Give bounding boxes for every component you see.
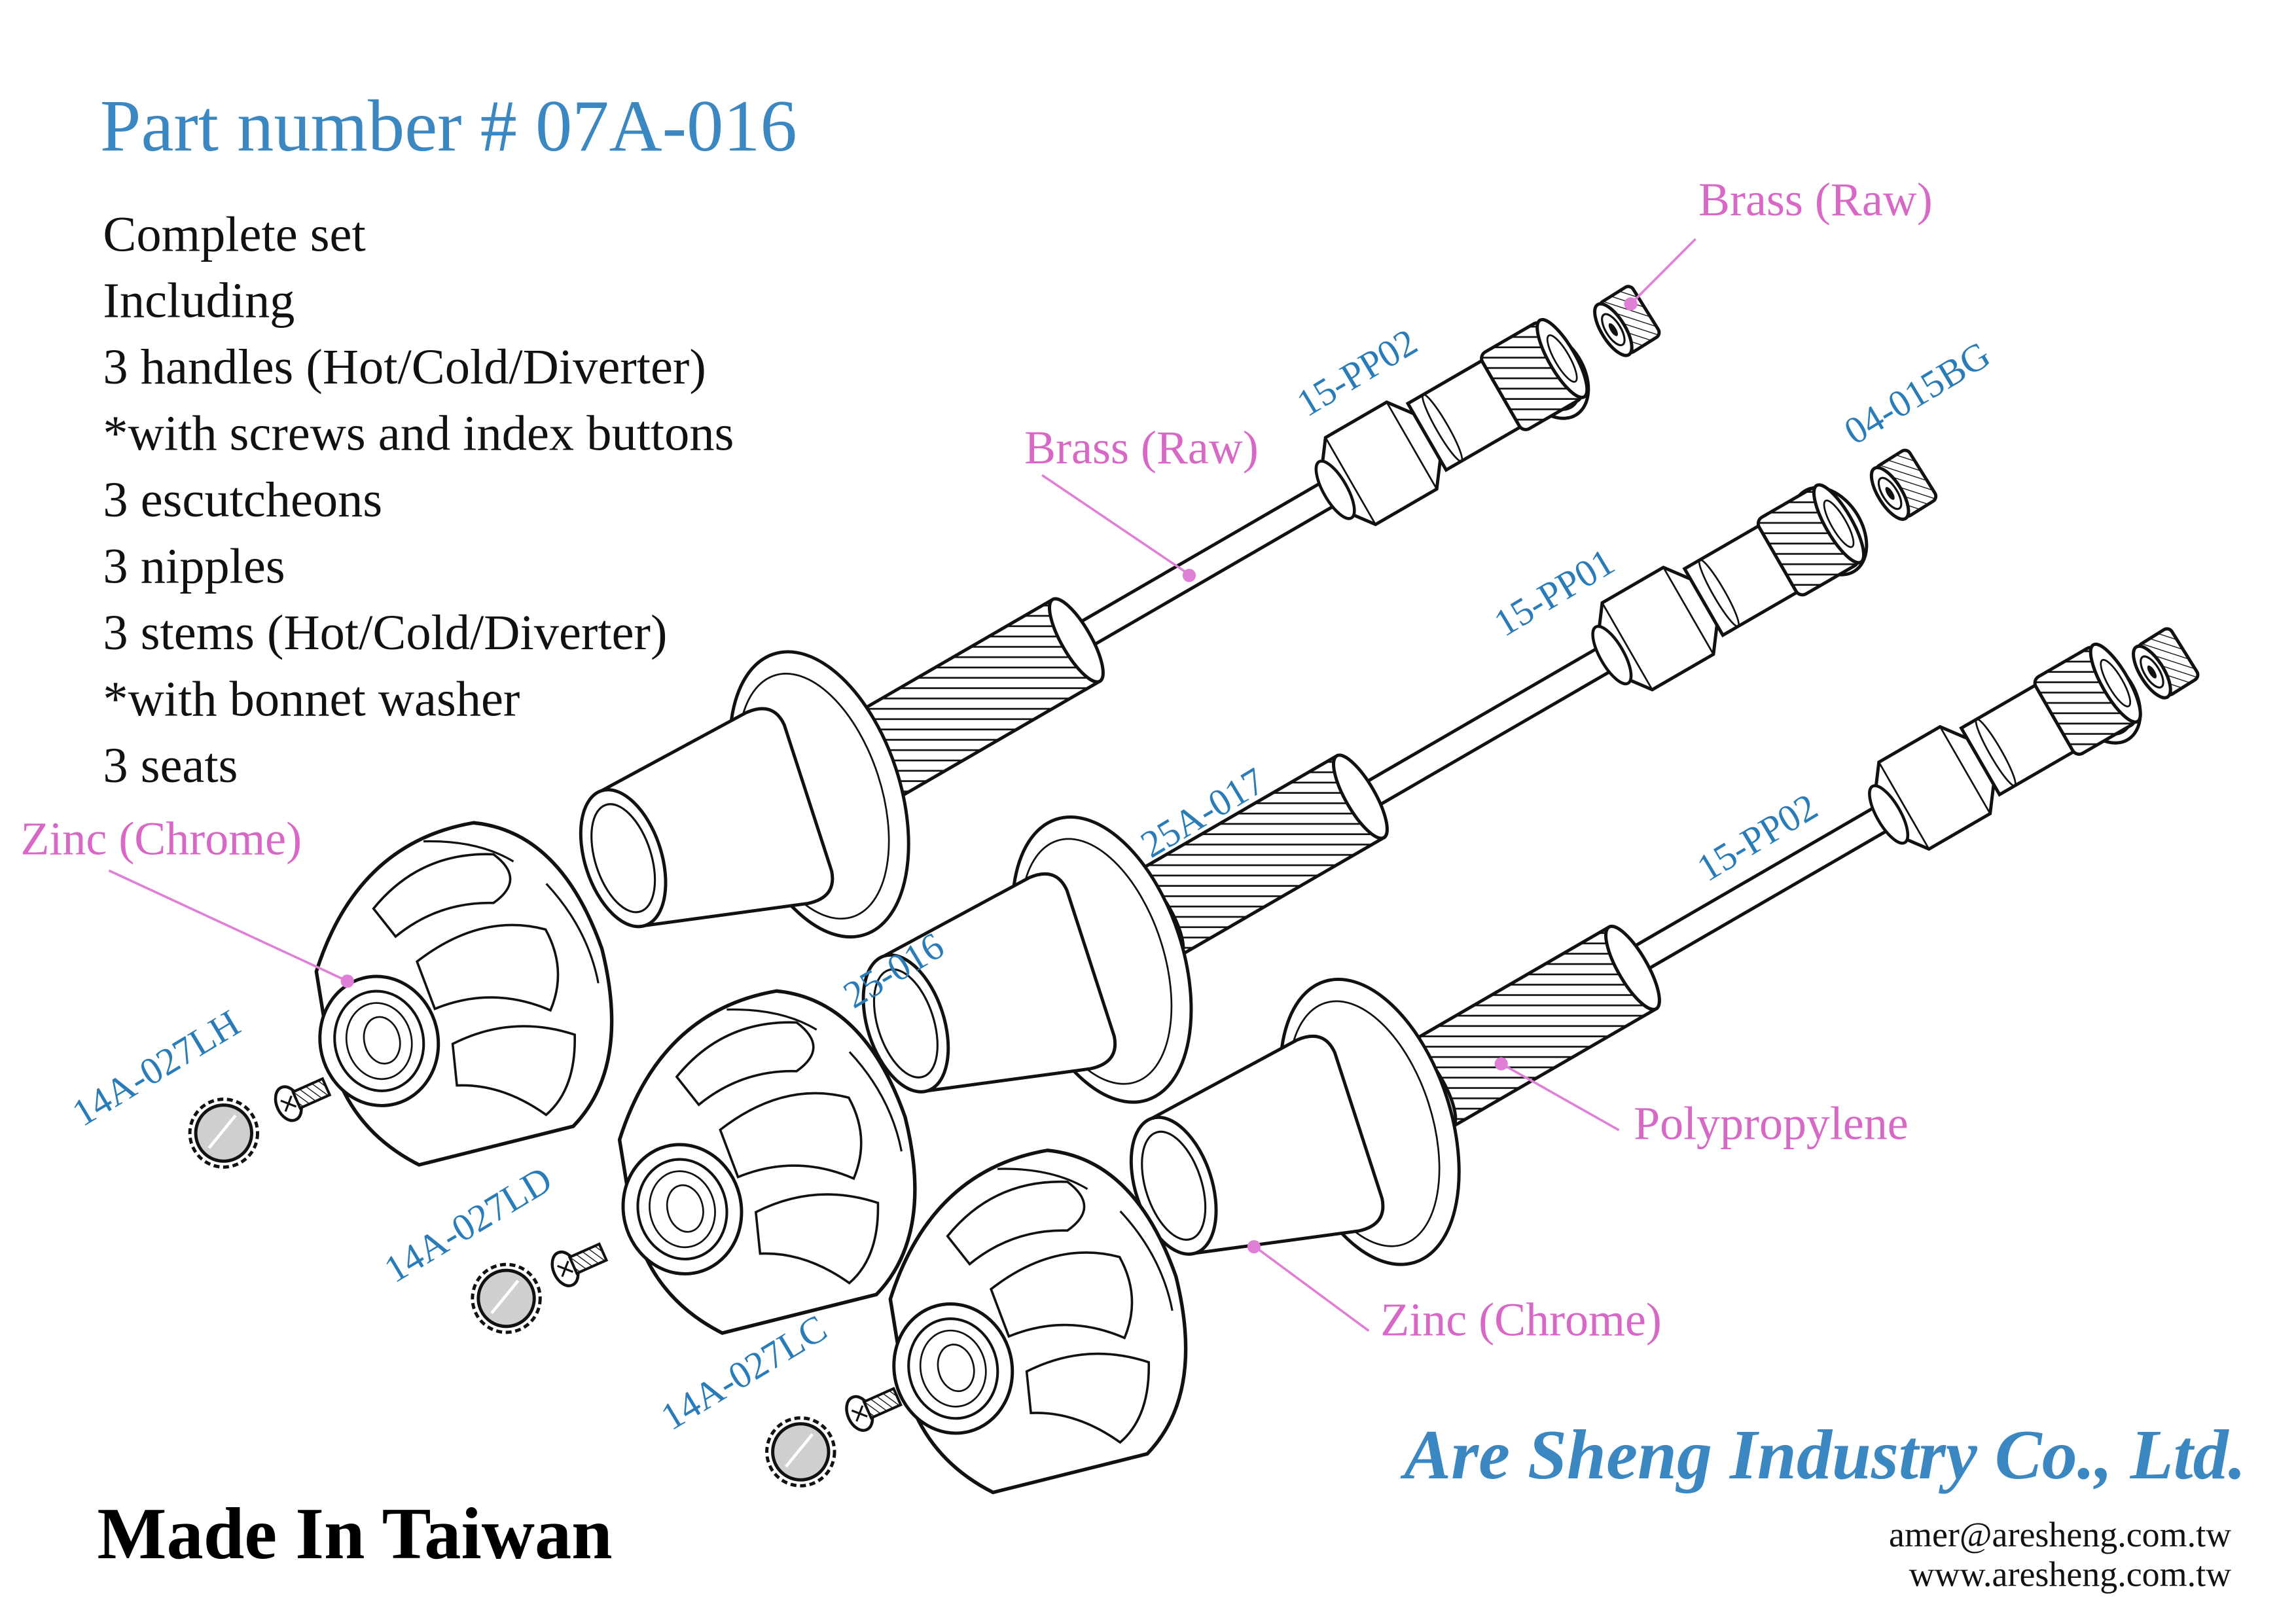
part-number-seat: 04-015BG <box>1837 333 1998 453</box>
index-button-cold <box>767 1418 834 1486</box>
handle-screw-diverter <box>547 1236 610 1290</box>
callout-escutcheon-material: Zinc (Chrome) <box>1247 1240 1662 1346</box>
callout-seat-material: Brass (Raw) <box>1624 173 1933 311</box>
material-label-nipple: Polypropylene <box>1634 1097 1909 1149</box>
spec-line: 3 stems (Hot/Cold/Diverter) <box>103 605 667 660</box>
spec-line: *with bonnet washer <box>103 671 520 726</box>
contact-website: www.aresheng.com.tw <box>1909 1555 2231 1594</box>
spec-line: Complete set <box>103 206 365 262</box>
index-button-diverter <box>473 1264 540 1332</box>
callout-handle-material: Zinc (Chrome) <box>20 812 354 988</box>
callout-stem-material: Brass (Raw) <box>1024 421 1259 582</box>
seat-middle <box>1865 448 1939 525</box>
material-label-handle: Zinc (Chrome) <box>20 812 302 865</box>
handle-screw-hot <box>270 1071 333 1124</box>
made-in-label: Made In Taiwan <box>97 1493 612 1575</box>
spec-line: 3 seats <box>103 738 238 793</box>
index-button-hot <box>190 1099 257 1168</box>
page-title: Part number # 07A-016 <box>100 86 797 167</box>
spec-line: 3 escutcheons <box>103 472 382 527</box>
company-name: Are Sheng Industry Co., Ltd. <box>1400 1416 2246 1494</box>
material-label-seat: Brass (Raw) <box>1698 173 1933 226</box>
spec-list: Complete set Including 3 handles (Hot/Co… <box>103 206 734 793</box>
part-number-handle-diverter: 14A-027LD <box>377 1158 559 1291</box>
spec-line: 3 handles (Hot/Cold/Diverter) <box>103 339 706 395</box>
material-label-escutcheon: Zinc (Chrome) <box>1380 1293 1662 1346</box>
material-label-stem: Brass (Raw) <box>1024 421 1259 474</box>
spec-line: Including <box>103 273 295 329</box>
spec-line: 3 nipples <box>103 538 285 594</box>
handle-screw-cold <box>842 1380 905 1434</box>
contact-email: amer@aresheng.com.tw <box>1889 1515 2231 1554</box>
callout-nipple-material: Polypropylene <box>1494 1057 1909 1150</box>
seat-top <box>1588 284 1662 361</box>
spec-line: *with screws and index buttons <box>103 406 734 461</box>
